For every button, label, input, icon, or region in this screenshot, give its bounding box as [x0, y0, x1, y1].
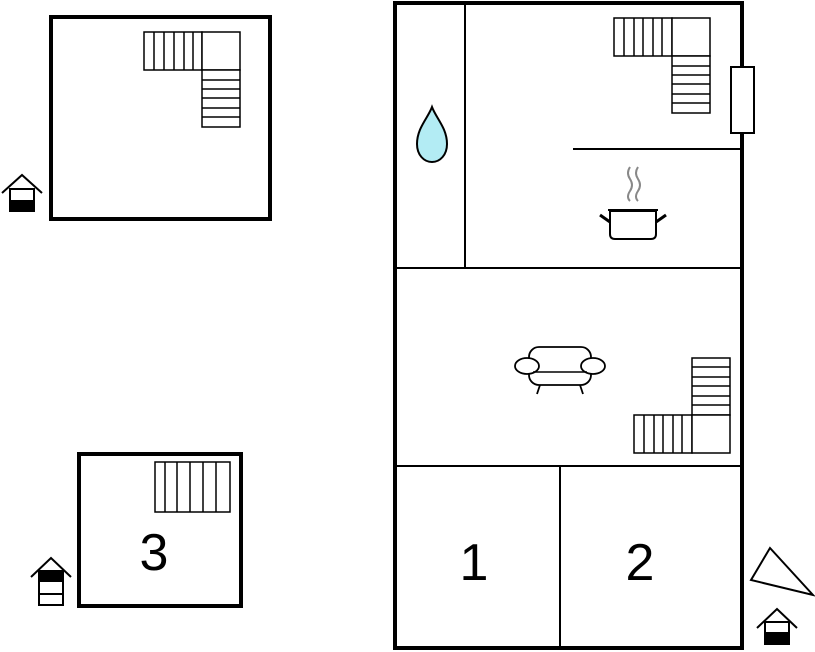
room-label-1: 1	[460, 534, 489, 592]
house-entrance-icon	[1, 173, 43, 212]
room-label-2: 2	[626, 534, 655, 592]
stairs-icon	[143, 31, 241, 128]
upper-floor-plan	[49, 15, 272, 221]
house-entrance-icon	[756, 607, 798, 645]
stairs-icon	[613, 17, 711, 114]
water-drop-icon	[415, 104, 449, 164]
room-label-3: 3	[140, 524, 169, 582]
stairs-icon	[633, 357, 731, 454]
annex-plan: 3	[77, 452, 243, 608]
house-entrance-icon	[30, 556, 72, 606]
stairs-icon	[154, 461, 231, 513]
compass-icon	[749, 546, 815, 597]
sofa-icon	[514, 346, 606, 395]
cooking-pot-icon	[599, 166, 667, 240]
window-icon	[730, 66, 755, 134]
main-house-plan: 1 2	[393, 1, 755, 650]
